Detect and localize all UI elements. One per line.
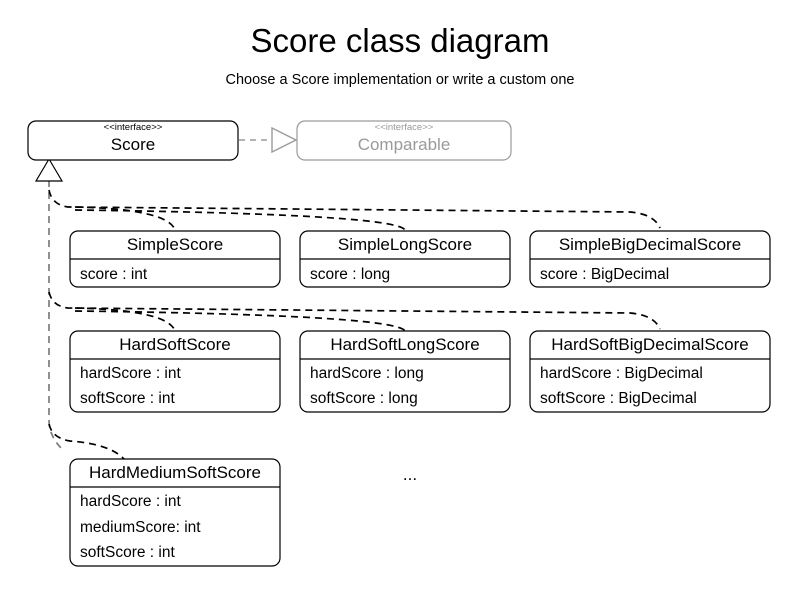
- inheritance-branch-row1-spine: [48, 189, 661, 229]
- more-classes-ellipsis: ...: [403, 465, 417, 484]
- class-simple-big-decimal-score-name: SimpleBigDecimalScore: [559, 235, 741, 254]
- class-hard-soft-long-score-box[interactable]: [299, 330, 511, 413]
- interface-comparable-stereotype: <<interface>>: [375, 122, 434, 133]
- class-simple-long-score[interactable]: SimpleLongScore score : long: [299, 230, 511, 288]
- class-hard-soft-long-score-attr-1: softScore : long: [310, 390, 418, 407]
- class-hard-soft-big-decimal-score-attr-0: hardScore : BigDecimal: [540, 365, 703, 382]
- class-hard-soft-score-attr-1: softScore : int: [80, 390, 175, 407]
- class-hard-soft-big-decimal-score-box[interactable]: [529, 330, 771, 413]
- class-hard-medium-soft-score-name: HardMediumSoftScore: [89, 463, 261, 482]
- class-hard-medium-soft-score-attr-2: softScore : int: [80, 544, 175, 561]
- inheritance-branch-hard-soft-long-score: [74, 310, 406, 332]
- class-hard-soft-score-name: HardSoftScore: [119, 335, 231, 354]
- class-simple-long-score-attr-0: score : long: [310, 266, 390, 283]
- class-simple-score[interactable]: SimpleScore score : int: [69, 230, 281, 288]
- class-hard-soft-long-score-name: HardSoftLongScore: [330, 335, 479, 354]
- class-hard-medium-soft-score-attr-1: mediumScore: int: [80, 519, 201, 536]
- class-simple-score-name: SimpleScore: [127, 235, 223, 254]
- class-hard-soft-big-decimal-score-name: HardSoftBigDecimalScore: [551, 335, 748, 354]
- realization-arrowhead-icon: [271, 126, 298, 154]
- inheritance-branch-hard-soft-score: [74, 307, 176, 332]
- class-hard-soft-score-attr-0: hardScore : int: [80, 365, 181, 382]
- interface-score[interactable]: <<interface>> Score: [27, 120, 239, 161]
- class-simple-big-decimal-score-attr-0: score : BigDecimal: [540, 266, 669, 283]
- inheritance-branch-hard-medium-soft-score: [48, 423, 125, 460]
- inheritance-branch-row2-spine: [48, 291, 661, 330]
- interface-score-box[interactable]: [27, 120, 239, 161]
- interface-score-name: Score: [111, 135, 155, 154]
- inheritance-trunk: [48, 180, 63, 450]
- class-hard-medium-soft-score[interactable]: HardMediumSoftScore hardScore : int medi…: [69, 458, 281, 567]
- class-hard-soft-long-score-attr-0: hardScore : long: [310, 365, 424, 382]
- class-hard-soft-score-box[interactable]: [69, 330, 281, 413]
- generalization-triangle-icon: [34, 157, 64, 182]
- class-hard-soft-big-decimal-score-attr-1: softScore : BigDecimal: [540, 390, 697, 407]
- page-title: Score class diagram: [251, 22, 550, 59]
- class-simple-long-score-name: SimpleLongScore: [338, 235, 472, 254]
- interface-comparable[interactable]: <<interface>> Comparable: [296, 120, 512, 161]
- class-hard-medium-soft-score-box[interactable]: [69, 458, 281, 567]
- page-subtitle: Choose a Score implementation or write a…: [226, 72, 575, 88]
- class-hard-medium-soft-score-attr-0: hardScore : int: [80, 493, 181, 510]
- realization-edge: [239, 126, 298, 154]
- class-simple-big-decimal-score[interactable]: SimpleBigDecimalScore score : BigDecimal: [529, 230, 771, 288]
- inheritance-branch-simple-long-score: [74, 209, 406, 231]
- interface-comparable-box[interactable]: [296, 120, 512, 161]
- class-simple-score-attr-0: score : int: [80, 266, 148, 283]
- interface-score-stereotype: <<interface>>: [104, 122, 163, 133]
- interface-comparable-name: Comparable: [358, 135, 451, 154]
- generalization-edges: [48, 180, 661, 460]
- class-hard-soft-big-decimal-score[interactable]: HardSoftBigDecimalScore hardScore : BigD…: [529, 330, 771, 413]
- inheritance-branch-simple-score: [74, 206, 176, 231]
- class-hard-soft-long-score[interactable]: HardSoftLongScore hardScore : long softS…: [299, 330, 511, 413]
- class-hard-soft-score[interactable]: HardSoftScore hardScore : int softScore …: [69, 330, 281, 413]
